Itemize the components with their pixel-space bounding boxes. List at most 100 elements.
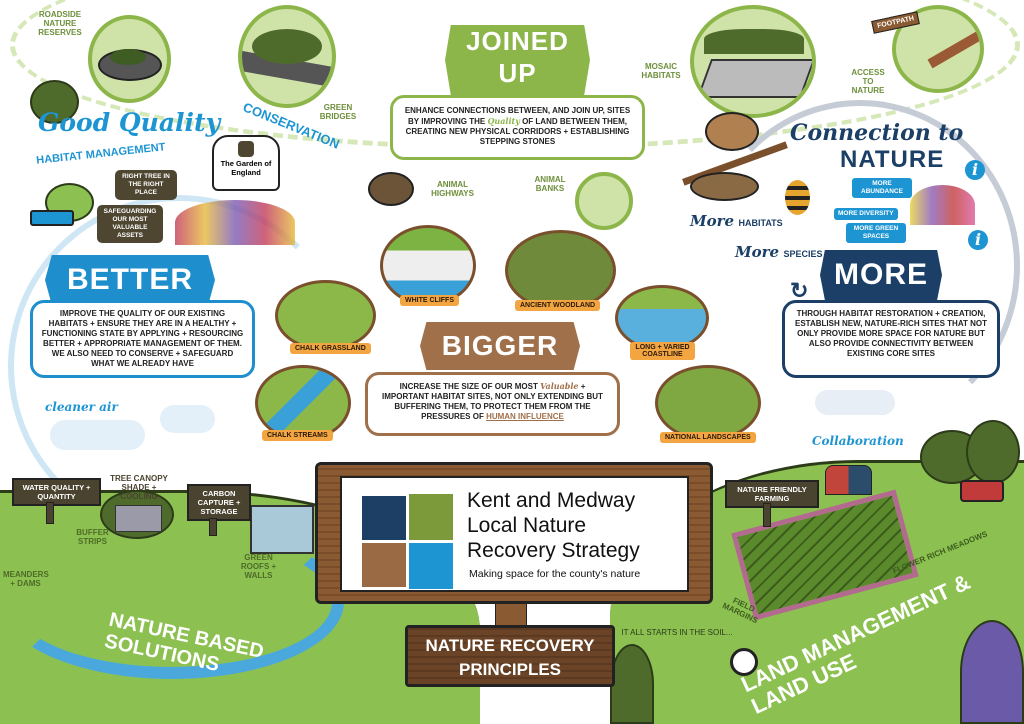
habitat-chalk-grassland [275,280,376,351]
tag-ancient-woodland: ANCIENT WOODLAND [515,300,601,311]
tree-illustration [966,420,1020,484]
bubble-right-tree: RIGHT TREE IN THE RIGHT PLACE [115,170,177,200]
bee-illustration [785,180,810,215]
water-quality-sign: WATER QUALITY + QUANTITY [12,478,101,506]
tag-chalk-grassland: CHALK GRASSLAND [290,343,371,354]
main-title: Kent and Medway Local Nature Recovery St… [467,488,640,563]
logo-farm-tile [362,543,406,587]
joined-up-text-end: OF LAND BETWEEN THEM, CREATING NEW PHYSI… [405,117,630,146]
more-habitats-label: More HABITATS [690,212,783,231]
sign-post [763,503,771,527]
roadside-illustration [88,15,171,103]
bush-icon [30,80,79,124]
tractor-illustration [960,480,1004,502]
joined-up-quality: Quality [487,116,520,126]
meanders-label: MEANDERS + DAMS [3,570,49,588]
joined-up-text: ENHANCE CONNECTIONS BETWEEN, AND JOIN UP… [404,106,631,126]
more-arc [700,100,1020,432]
joined-up-title-1: JOINED [466,26,569,56]
footpath-illustration [892,5,984,93]
magnifier-icon [730,648,758,676]
farmers-illustration [825,465,872,495]
sandpipers-illustration [690,172,759,201]
main-tagline: Making space for the county's nature [469,568,641,580]
cleaner-air-label: cleaner air [45,400,118,414]
buffer-strips-label: BUFFER STRIPS [76,528,109,546]
better-arc [8,195,350,537]
roadside-label: ROADSIDE NATURE RESERVES [38,10,82,37]
principles-line-1: NATURE RECOVERY [425,636,595,655]
good-quality-heading: Good Quality [38,108,221,137]
sign-post [209,518,217,536]
main-sign: Kent and Medway Local Nature Recovery St… [315,462,713,604]
bubble-safeguarding: SAFEGUARDING OUR MOST VALUABLE ASSETS [97,205,163,243]
more-text-box: THROUGH HABITAT RESTORATION + CREATION, … [782,300,1000,378]
garden-of-england-sign: The Garden of England [212,135,280,191]
green-bridges-label: GREEN BRIDGES [319,103,357,121]
hedgehog-illustration [368,172,414,206]
animal-bank-illustration [575,172,633,230]
horse-icon [238,141,254,157]
cloud-icon [815,390,895,415]
animal-banks-label: ANIMAL BANKS [534,175,566,193]
joined-up-banner: JOINED UP [445,25,590,95]
tree-canopy-label: TREE CANOPY SHADE + COOLING [110,474,168,501]
habitat-white-cliffs [380,225,476,306]
better-text-box: IMPROVE THE QUALITY OF OUR EXISTING HABI… [30,300,255,378]
principles-line-2: PRINCIPLES [458,660,562,679]
more-banner: MORE [820,250,942,300]
better-banner: BETTER [45,255,215,305]
info-icon: i [968,230,988,250]
access-label: ACCESS TO NATURE [851,68,885,95]
bubble-more-diversity: MORE DIVERSITY [834,208,898,220]
connection-heading: Connection to [790,120,964,146]
tag-national-landscapes: NATIONAL LANDSCAPES [660,432,756,443]
cloud-icon [160,405,215,433]
bigger-text: INCREASE THE SIZE OF OUR MOST [399,382,541,391]
principles-sign: NATURE RECOVERY PRINCIPLES [405,625,615,687]
bigger-text-box: INCREASE THE SIZE OF OUR MOST Valuable +… [365,372,620,436]
animal-highways-label: ANIMAL HIGHWAYS [431,180,474,198]
species-word: SPECIES [783,249,823,259]
mosaic-label: MOSAIC HABITATS [641,62,681,80]
main-title-line: Recovery Strategy [467,539,640,562]
habitat-management-heading: HABITAT MANAGEMENT [35,141,167,167]
flowers-illustration [175,200,295,245]
green-roofs-label: GREEN ROOFS + WALLS [240,553,277,580]
tag-white-cliffs: WHITE CLIFFS [400,295,459,306]
green-bridge-illustration [238,5,336,108]
joined-up-text-box: ENHANCE CONNECTIONS BETWEEN, AND JOIN UP… [390,95,645,160]
bubble-more-green-spaces: MORE GREEN SPACES [846,223,906,243]
sign-post [46,502,54,524]
bigger-banner: BIGGER [420,322,580,370]
collaboration-label: Collaboration [812,434,904,448]
bigger-text-mid: + IMPORTANT HABITAT SITES, NOT ONLY EXTE… [382,382,603,421]
wildflowers-illustration [910,185,975,225]
bigger-human-influence: HUMAN INFLUENCE [486,412,564,421]
garden-sign-text: The Garden of England [220,159,272,177]
cloud-icon [50,420,145,450]
more-script: More [690,212,735,230]
more-script: More [735,243,780,261]
dove-illustration [705,112,759,151]
tag-coastline: LONG + VARIED COASTLINE [630,342,695,360]
carbon-capture-sign: CARBON CAPTURE + STORAGE [187,484,251,521]
main-title-line: Local Nature [467,514,587,537]
tag-chalk-streams: CHALK STREAMS [262,430,333,441]
nature-friendly-farming-sign: NATURE FRIENDLY FARMING [725,480,819,508]
logo-fields-tile [409,494,453,540]
habitat-ancient-woodland [505,230,616,311]
habitats-word: HABITATS [738,218,783,228]
logo-trees-tile [409,543,453,589]
joined-up-title-2: UP [498,58,537,88]
logo-coast-tile [362,496,406,540]
info-icon: i [965,160,985,180]
soil-label: IT ALL STARTS IN THE SOIL... [621,628,733,637]
main-title-line: Kent and Medway [467,489,636,512]
arrow-up-icon: ↻ [790,278,809,303]
bigger-valuable: Valuable [540,381,579,391]
bubble-more-abundance: MORE ABUNDANCE [852,178,912,198]
plant-illustration [960,620,1024,724]
more-species-label: More SPECIES [735,243,823,262]
mosaic-illustration [690,5,816,118]
